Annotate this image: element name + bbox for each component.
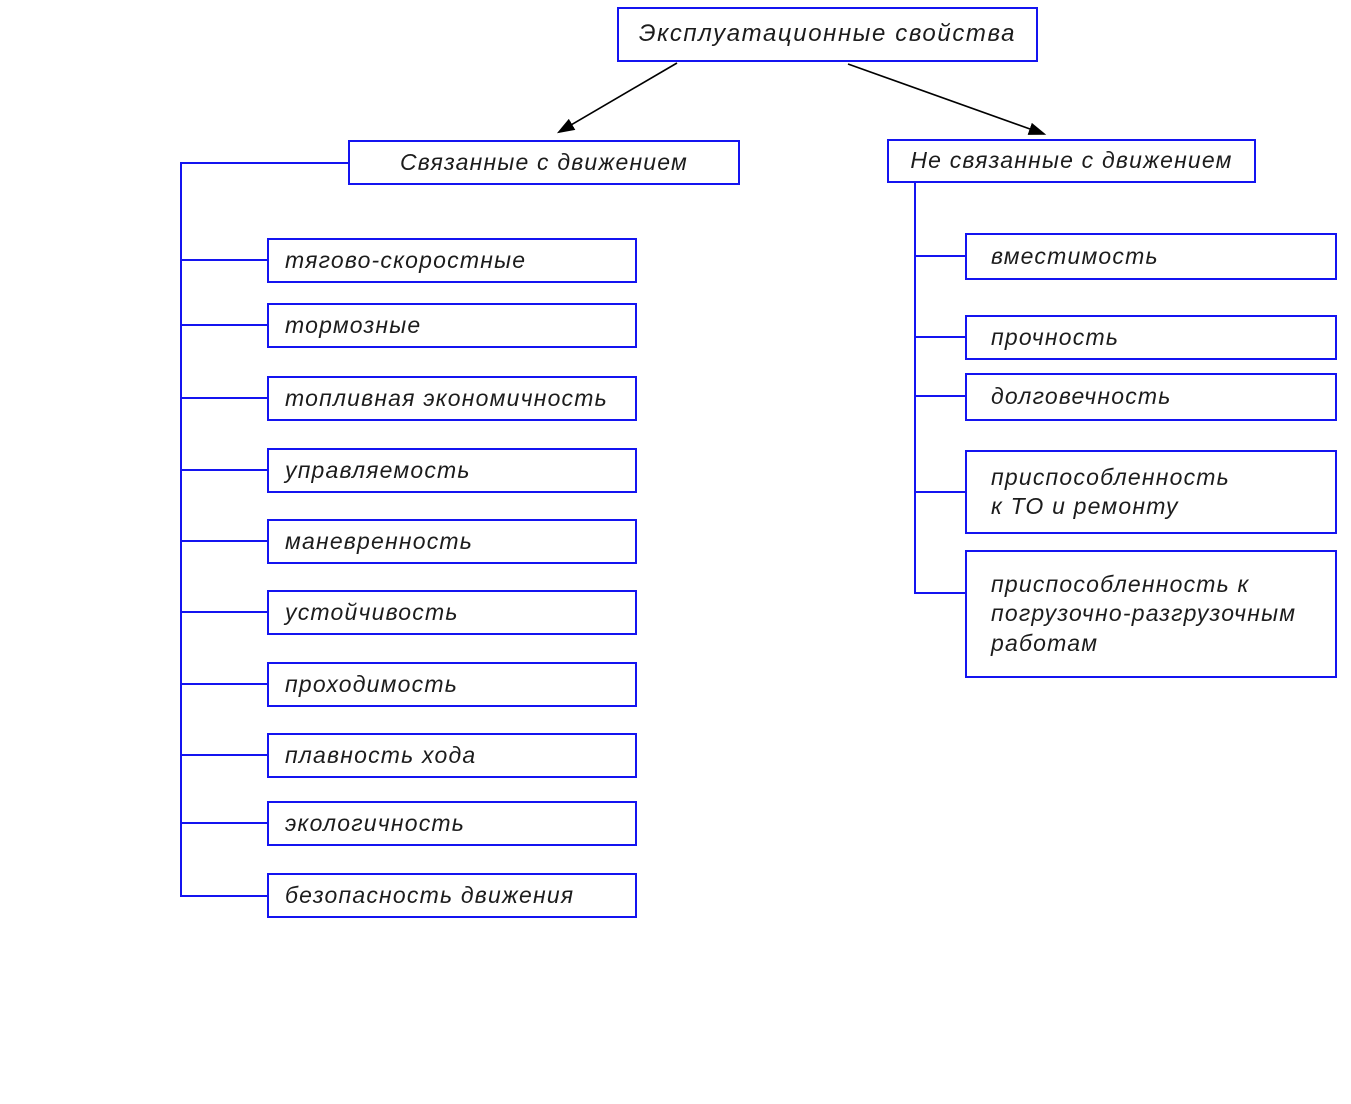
left-stub-line	[180, 324, 267, 326]
item-box-maintainability: приспособленность к ТО и ремонту	[965, 450, 1337, 534]
left-stub-line	[180, 754, 267, 756]
left-trunk-line	[180, 162, 182, 897]
item-box-strength: прочность	[965, 315, 1337, 360]
right-stub-line	[914, 395, 965, 397]
item-box-loading-adaptability: приспособленность к погрузочно-разгрузоч…	[965, 550, 1337, 678]
item-box-traffic-safety: безопасность движения	[267, 873, 637, 918]
root-node-box: Эксплуатационные свойства	[617, 7, 1038, 62]
item-box-traction-speed: тягово-скоростные	[267, 238, 637, 283]
item-box-fuel-economy: топливная экономичность	[267, 376, 637, 421]
left-stub-line	[180, 895, 267, 897]
item-box-capacity: вместимость	[965, 233, 1337, 280]
left-stub-line	[180, 259, 267, 261]
arrow-to-left-branch-icon	[556, 62, 678, 134]
item-box-ride-smoothness: плавность хода	[267, 733, 637, 778]
item-box-cross-country: проходимость	[267, 662, 637, 707]
left-header-connector-line	[180, 162, 348, 164]
item-box-maneuverability: маневренность	[267, 519, 637, 564]
left-stub-line	[180, 683, 267, 685]
item-box-braking: тормозные	[267, 303, 637, 348]
item-box-handling: управляемость	[267, 448, 637, 493]
group-header-box-movement: Связанные с движением	[348, 140, 740, 185]
right-trunk-line	[914, 183, 916, 594]
left-stub-line	[180, 540, 267, 542]
item-box-ecology: экологичность	[267, 801, 637, 846]
left-stub-line	[180, 822, 267, 824]
left-stub-line	[180, 611, 267, 613]
right-stub-line	[914, 592, 965, 594]
right-stub-line	[914, 336, 965, 338]
item-box-stability: устойчивость	[267, 590, 637, 635]
item-box-durability: долговечность	[965, 373, 1337, 421]
right-stub-line	[914, 491, 965, 493]
left-stub-line	[180, 397, 267, 399]
right-stub-line	[914, 255, 965, 257]
left-stub-line	[180, 469, 267, 471]
group-header-box-non-movement: Не связанные с движением	[887, 139, 1256, 183]
arrow-to-right-branch-icon	[847, 63, 1047, 135]
